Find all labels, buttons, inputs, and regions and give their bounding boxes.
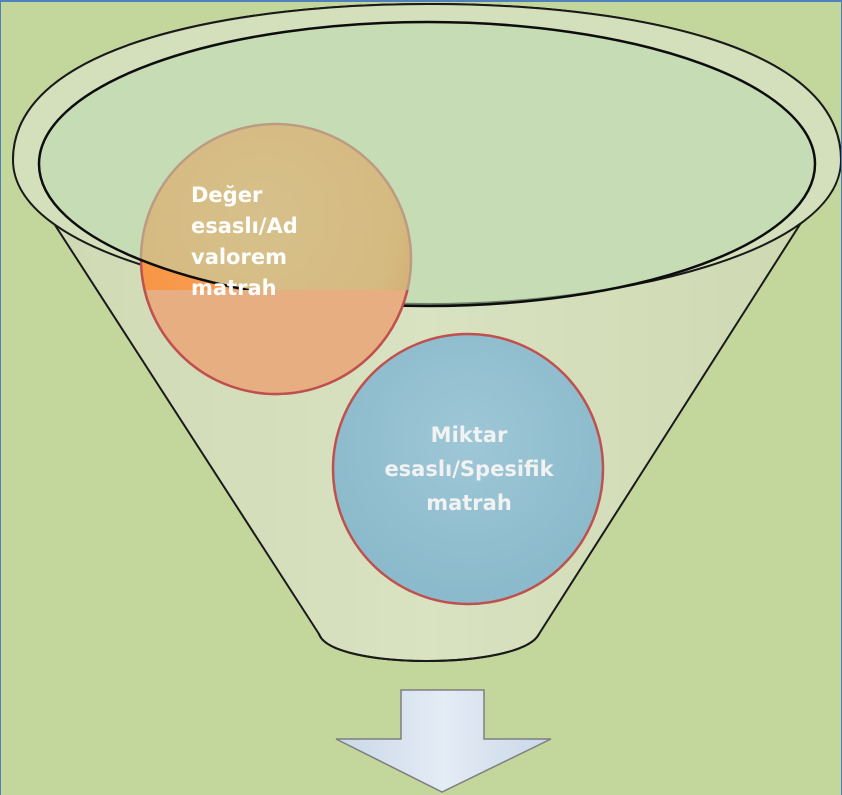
label-line: matrah — [191, 276, 277, 300]
label-line: valorem — [191, 245, 287, 269]
down-arrow-icon — [335, 689, 552, 793]
circle-specific — [331, 332, 605, 606]
label-line: matrah — [426, 491, 512, 515]
label-line: esaslı/Ad — [191, 214, 298, 238]
label-specific: Miktar esaslı/Spesifik matrah — [384, 423, 554, 515]
label-line: Miktar — [431, 423, 508, 447]
label-line: Değer — [191, 183, 263, 207]
funnel-mouth — [37, 20, 817, 308]
label-line: esaslı/Spesifik — [384, 457, 554, 481]
label-ad-valorem: Değer esaslı/Ad valorem matrah — [191, 183, 298, 300]
funnel-spout — [318, 633, 540, 662]
